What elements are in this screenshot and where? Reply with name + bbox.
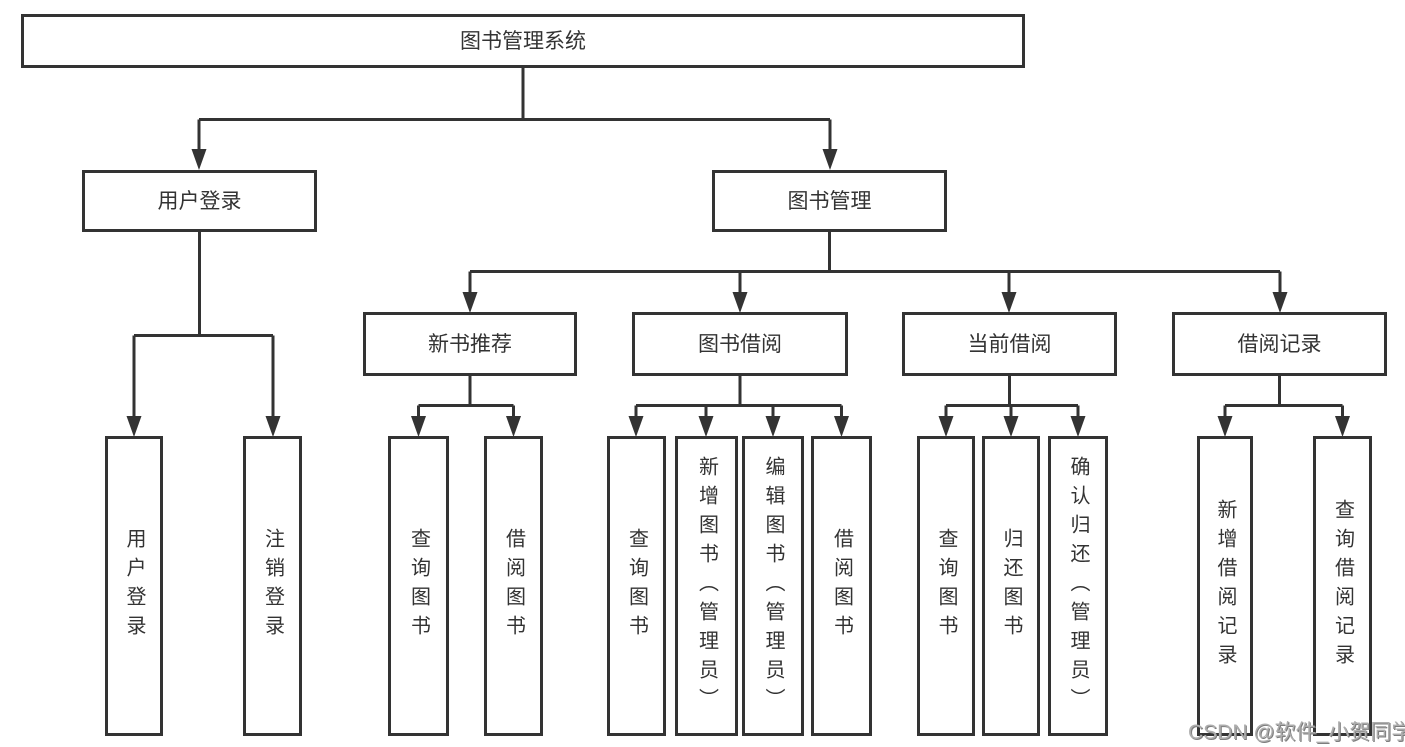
node-label: 编辑图书（管理员） — [762, 455, 784, 717]
node-label: 查询图书 — [407, 528, 430, 644]
leaf-user-login: 用户登录 — [105, 436, 163, 736]
leaf-add-borrow-record: 新增借阅记录 — [1197, 436, 1253, 736]
node-label: 确认归还（管理员） — [1067, 455, 1089, 717]
node-user-login: 用户登录 — [82, 170, 317, 232]
node-label: 当前借阅 — [967, 332, 1052, 356]
node-label: 用户登录 — [123, 528, 145, 644]
node-label: 查询借阅记录 — [1331, 499, 1354, 673]
node-label: 借阅记录 — [1237, 332, 1322, 356]
leaf-edit-books-admin: 编辑图书（管理员） — [742, 436, 804, 736]
leaf-logout: 注销登录 — [243, 436, 302, 736]
node-label: 新书推荐 — [428, 332, 512, 356]
node-label: 借阅图书 — [502, 528, 525, 644]
node-label: 查询图书 — [935, 528, 957, 644]
node-label: 查询图书 — [625, 528, 648, 644]
node-current-borrow: 当前借阅 — [902, 312, 1117, 376]
node-new-book-recommend: 新书推荐 — [363, 312, 577, 376]
leaf-query-books-borrow: 查询图书 — [607, 436, 666, 736]
leaf-query-borrow-record: 查询借阅记录 — [1313, 436, 1372, 736]
node-label: 注销登录 — [261, 528, 284, 644]
arrowheads — [126, 149, 1350, 437]
node-borrow-records: 借阅记录 — [1172, 312, 1387, 376]
leaf-borrow-books: 借阅图书 — [811, 436, 872, 736]
leaf-confirm-return-admin: 确认归还（管理员） — [1048, 436, 1108, 736]
node-library-management-system: 图书管理系统 — [21, 14, 1025, 68]
leaf-query-books-current: 查询图书 — [917, 436, 975, 736]
node-label: 新增借阅记录 — [1214, 499, 1236, 673]
node-label: 图书管理系统 — [460, 29, 586, 53]
node-label: 图书管理 — [787, 189, 872, 213]
leaf-return-books: 归还图书 — [982, 436, 1040, 736]
csdn-watermark: CSDN @软件_小贺同学 — [1188, 721, 1405, 744]
node-label: 借阅图书 — [830, 528, 853, 644]
leaf-borrow-books-recommend: 借阅图书 — [484, 436, 543, 736]
leaf-add-books-admin: 新增图书（管理员） — [675, 436, 738, 736]
node-book-borrow: 图书借阅 — [632, 312, 848, 376]
node-label: 图书借阅 — [698, 332, 782, 356]
node-label: 用户登录 — [157, 189, 242, 213]
node-book-management: 图书管理 — [712, 170, 947, 232]
node-label: 归还图书 — [1000, 528, 1022, 644]
node-label: 新增图书（管理员） — [695, 455, 718, 717]
leaf-query-books-recommend: 查询图书 — [388, 436, 449, 736]
